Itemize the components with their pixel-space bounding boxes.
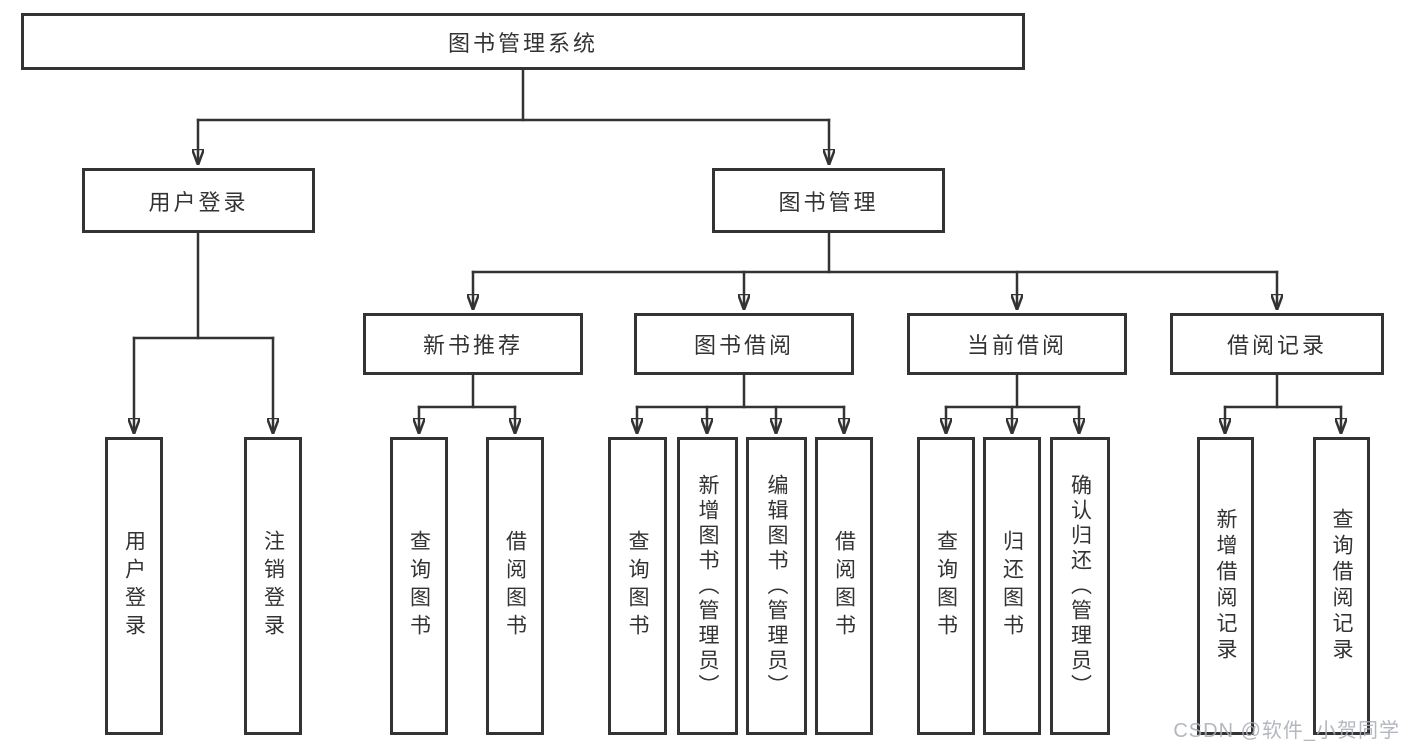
leaf-bb-edit-books-admin: 编辑图书（管理员） — [746, 437, 807, 735]
node-new-book-recommend: 新书推荐 — [363, 313, 583, 375]
leaf-br-add-record: 新增借阅记录 — [1197, 437, 1254, 735]
csdn-watermark: CSDN @软件_小贺同学 — [1173, 720, 1400, 742]
leaf-bb-query-books: 查询图书 — [608, 437, 667, 735]
leaf-cb-query-books: 查询图书 — [917, 437, 975, 735]
leaf-cb-return-books: 归还图书 — [983, 437, 1041, 735]
node-root-system: 图书管理系统 — [21, 13, 1025, 70]
leaf-br-query-record: 查询借阅记录 — [1313, 437, 1370, 735]
leaf-logout-login: 注销登录 — [244, 437, 302, 735]
leaf-nb-borrow-books: 借阅图书 — [486, 437, 544, 735]
node-book-borrow: 图书借阅 — [634, 313, 854, 375]
leaf-nb-query-books: 查询图书 — [390, 437, 448, 735]
node-book-management: 图书管理 — [712, 168, 945, 233]
leaf-bb-add-books-admin: 新增图书（管理员） — [677, 437, 738, 735]
leaf-bb-borrow-books: 借阅图书 — [815, 437, 873, 735]
leaf-user-login: 用户登录 — [105, 437, 163, 735]
node-user-login: 用户登录 — [82, 168, 315, 233]
leaf-cb-confirm-return-admin: 确认归还（管理员） — [1050, 437, 1110, 735]
node-borrow-records: 借阅记录 — [1170, 313, 1384, 375]
node-current-borrow: 当前借阅 — [907, 313, 1127, 375]
